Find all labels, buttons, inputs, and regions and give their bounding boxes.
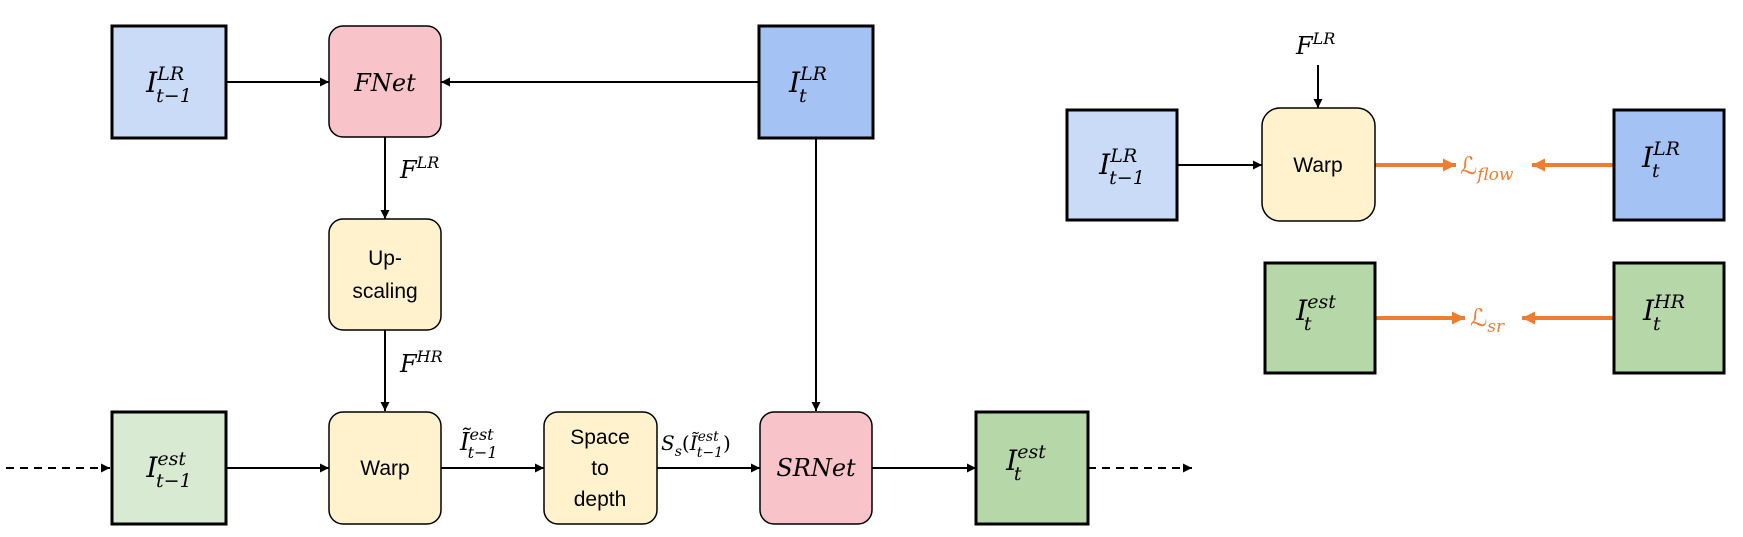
symbol-base: Ĩ	[689, 431, 700, 455]
upscaling-line-1: Up-	[368, 247, 402, 270]
loss-flow-label: ℒflow	[1460, 152, 1514, 185]
symbol-superscript: est	[157, 448, 186, 470]
symbol-superscript: LR	[1109, 145, 1137, 167]
symbol-base: I	[1641, 141, 1654, 174]
space-to-depth-line-1: Space	[570, 426, 630, 449]
symbol-superscript: LR	[799, 63, 827, 85]
node-space-to-depth: Space to depth	[543, 411, 658, 525]
symbol-superscript: HR	[416, 347, 443, 366]
symbol-base: F	[399, 350, 418, 378]
space-to-depth-line-2: to	[591, 457, 609, 480]
symbol-base: F	[1295, 32, 1314, 60]
node-srnet: SRNet	[759, 411, 873, 525]
symbol-subscript: t	[799, 85, 807, 107]
symbol-subscript: t−1	[697, 445, 723, 461]
warp-label: Warp	[360, 457, 409, 480]
symbol-superscript: LR	[156, 63, 184, 85]
symbol-superscript: est	[1307, 291, 1336, 313]
symbol-base: ℒ	[1460, 152, 1477, 180]
loss-sr-label: ℒsr	[1470, 304, 1505, 337]
fnet-label: FNet	[353, 69, 416, 97]
symbol-subscript: sr	[1487, 317, 1505, 337]
symbol-subscript: t−1	[156, 470, 192, 492]
symbol-base: I	[145, 66, 158, 99]
symbol-superscript: est	[698, 429, 719, 445]
symbol-subscript: t−1	[468, 443, 498, 462]
srnet-label: SRNet	[776, 454, 856, 482]
loss-warp-label: Warp	[1293, 154, 1342, 177]
symbol-subscript: t	[1653, 313, 1661, 335]
edges-loss	[1177, 65, 1614, 325]
symbol-superscript: LR	[416, 153, 440, 172]
edges-main	[6, 77, 1192, 473]
symbol-superscript: LR	[1312, 29, 1336, 48]
symbol-base: F	[399, 156, 418, 184]
symbol-base: I	[1005, 444, 1018, 477]
symbol-func-subscript: s	[675, 444, 682, 460]
symbol-base: I	[1642, 294, 1655, 327]
symbol-superscript: HR	[1653, 291, 1685, 313]
symbol-base: I	[145, 451, 158, 484]
symbol-subscript: t	[1014, 463, 1022, 485]
node-warp: Warp	[328, 411, 442, 525]
symbol-base: I	[788, 66, 801, 99]
symbol-base: I	[1098, 148, 1111, 181]
space-to-depth-line-3: depth	[574, 488, 627, 511]
symbol-subscript: t−1	[1109, 167, 1145, 189]
node-fnet: FNet	[328, 25, 442, 138]
symbol-base: ℒ	[1470, 304, 1487, 332]
symbol-superscript: LR	[1652, 138, 1680, 160]
symbol-subscript: t−1	[156, 85, 192, 107]
symbol-subscript: t	[1652, 160, 1660, 182]
symbol-superscript: est	[1017, 441, 1046, 463]
symbol-func: S	[661, 431, 675, 455]
node-loss-warp: Warp	[1261, 107, 1376, 222]
edge-label-f-lr: FLR	[399, 153, 439, 184]
symbol-paren-close: )	[723, 431, 731, 455]
symbol-base: I	[1295, 294, 1308, 327]
loss-edge-label-f-lr: FLR	[1295, 29, 1335, 60]
symbol-subscript: flow	[1475, 165, 1514, 185]
symbol-base: Ĩ	[459, 427, 472, 456]
symbol-superscript: est	[469, 425, 494, 444]
symbol-subscript: t	[1304, 313, 1312, 335]
edge-label-f-hr: FHR	[399, 347, 443, 378]
node-upscaling: Up- scaling	[328, 218, 442, 331]
upscaling-line-2: scaling	[352, 280, 417, 303]
symbol-paren-open: (	[682, 431, 690, 455]
